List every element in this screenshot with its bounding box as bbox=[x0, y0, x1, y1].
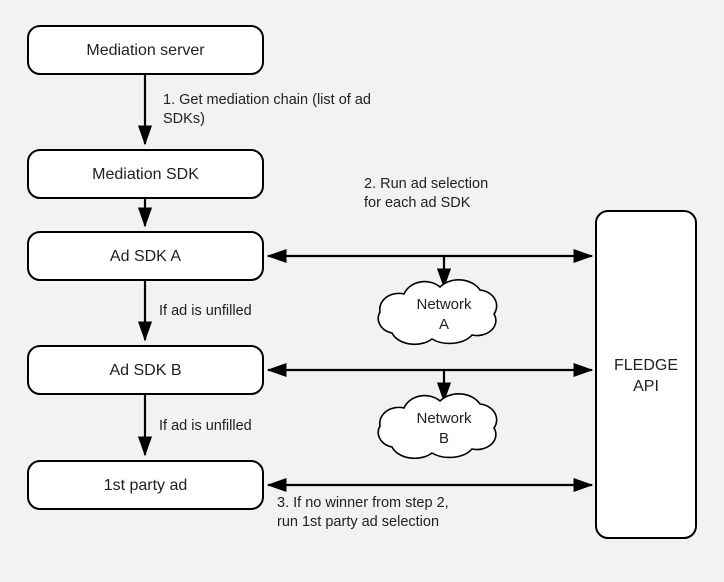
node-ad-sdk-b-label: Ad SDK B bbox=[109, 362, 181, 379]
node-first-party-ad[interactable]: 1st party ad bbox=[27, 460, 264, 510]
network-a-label-line2: A bbox=[439, 316, 449, 333]
edge-label-step-3: 3. If no winner from step 2, run 1st par… bbox=[277, 495, 449, 530]
node-mediation-sdk-label: Mediation SDK bbox=[92, 166, 199, 183]
edge-label-step-2: 2. Run ad selection for each ad SDK bbox=[364, 176, 489, 211]
node-fledge-api-label-line1: FLEDGE bbox=[614, 357, 678, 374]
node-mediation-sdk[interactable]: Mediation SDK bbox=[27, 149, 264, 199]
node-mediation-sdk-shape bbox=[27, 149, 264, 199]
node-first-party-ad-shape bbox=[27, 460, 264, 510]
network-b-cloud: Network B bbox=[377, 393, 498, 460]
network-a-label-line1: Network bbox=[416, 296, 472, 313]
node-fledge-api-label-line2: API bbox=[633, 378, 659, 395]
node-ad-sdk-b-shape bbox=[27, 345, 264, 395]
network-a-cloud: Network A bbox=[377, 279, 498, 346]
node-ad-sdk-b[interactable]: Ad SDK B bbox=[27, 345, 264, 395]
node-ad-sdk-a-label: Ad SDK A bbox=[110, 248, 181, 265]
edge-label-step-1: 1. Get mediation chain (list of ad SDKs) bbox=[163, 92, 371, 127]
node-mediation-server-label: Mediation server bbox=[86, 42, 205, 59]
node-mediation-server-shape bbox=[27, 25, 264, 75]
edge-label-if-ad-unfilled-a: If ad is unfilled bbox=[159, 303, 252, 319]
node-mediation-server[interactable]: Mediation server bbox=[27, 25, 264, 75]
node-fledge-api[interactable]: FLEDGE API bbox=[595, 210, 697, 539]
network-b-label-line1: Network bbox=[416, 410, 472, 427]
node-first-party-ad-label: 1st party ad bbox=[104, 477, 188, 494]
node-ad-sdk-a-shape bbox=[27, 231, 264, 281]
node-fledge-api-shape bbox=[595, 210, 697, 539]
edge-label-if-ad-unfilled-b: If ad is unfilled bbox=[159, 418, 252, 434]
node-ad-sdk-a[interactable]: Ad SDK A bbox=[27, 231, 264, 281]
network-b-label-line2: B bbox=[439, 430, 449, 447]
